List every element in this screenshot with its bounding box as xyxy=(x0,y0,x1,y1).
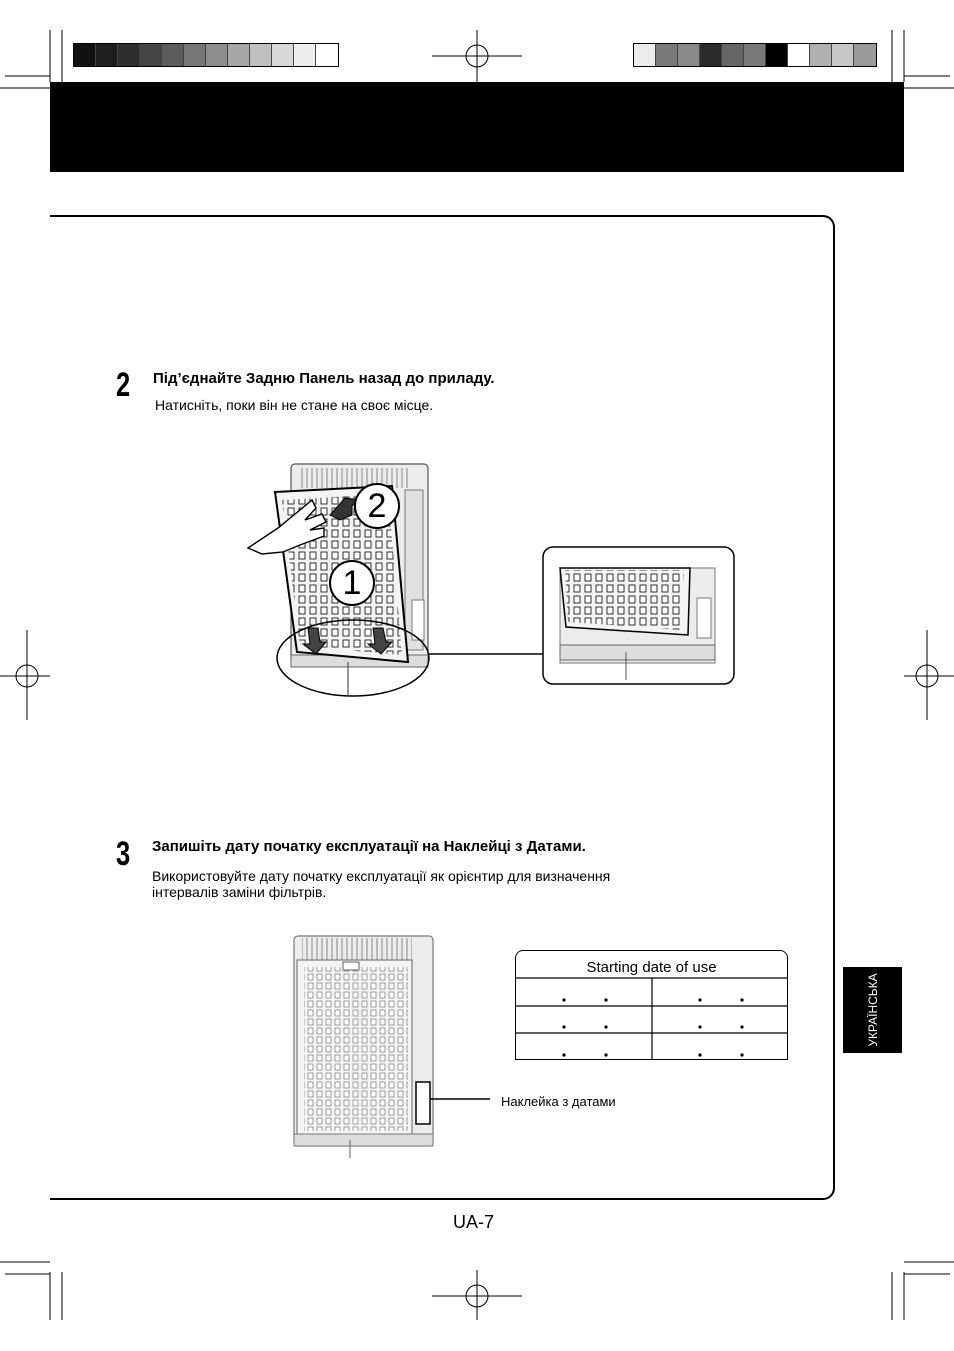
color-swatch xyxy=(854,44,876,66)
page-number: UA-7 xyxy=(453,1212,495,1232)
color-swatch xyxy=(294,44,316,66)
step-description-line: Використовуйте дату початку експлуатації… xyxy=(152,868,611,884)
callout-1 xyxy=(329,560,375,606)
color-bar-right xyxy=(633,43,877,67)
color-swatch xyxy=(272,44,294,66)
language-tab: УКРАЇНСЬКА xyxy=(843,967,902,1053)
zoom-inset xyxy=(542,546,735,685)
step-title: Під’єднайте Задню Панель назад до прилад… xyxy=(153,370,495,387)
step-number: 2 xyxy=(116,366,130,404)
callout-2 xyxy=(354,483,400,529)
color-swatch xyxy=(832,44,854,66)
color-swatch xyxy=(700,44,722,66)
step-title: Запишіть дату початку експлуатації на На… xyxy=(152,838,586,855)
arrow-up-icon xyxy=(329,497,362,521)
color-swatch xyxy=(140,44,162,66)
color-swatch xyxy=(184,44,206,66)
color-swatch xyxy=(74,44,96,66)
color-swatch xyxy=(766,44,788,66)
date-separator-dots xyxy=(562,998,744,1057)
color-swatch xyxy=(162,44,184,66)
color-swatch xyxy=(810,44,832,66)
date-sticker-table: Starting date of use xyxy=(515,950,788,1060)
header-bar xyxy=(50,82,904,172)
hand-icon xyxy=(246,498,327,555)
arrow-down-icon xyxy=(301,627,394,655)
sticker-label: Наклейка з датами xyxy=(501,1094,616,1109)
color-swatch xyxy=(722,44,744,66)
color-swatch xyxy=(744,44,766,66)
step-description-line: інтервалів заміни фільтрів. xyxy=(152,884,327,900)
language-tab-label: УКРАЇНСЬКА xyxy=(865,973,880,1047)
date-sticker-grid xyxy=(515,977,788,1060)
callout-2-label: 2 xyxy=(367,487,387,525)
content-frame xyxy=(50,215,835,1200)
step-description: Натисніть, поки він не стане на своє міс… xyxy=(155,397,434,413)
color-swatch xyxy=(96,44,118,66)
color-swatch xyxy=(228,44,250,66)
color-swatch xyxy=(118,44,140,66)
air-purifier-unit xyxy=(293,935,434,1158)
date-sticker-spot xyxy=(415,1081,431,1125)
color-bar-left xyxy=(73,43,339,67)
registration-target-icon xyxy=(0,30,954,1320)
callout-1-label: 1 xyxy=(342,564,362,602)
date-sticker-header: Starting date of use xyxy=(586,959,717,976)
color-swatch xyxy=(656,44,678,66)
color-swatch xyxy=(634,44,656,66)
color-swatch xyxy=(788,44,810,66)
zoom-ellipse xyxy=(276,619,430,697)
color-swatch xyxy=(250,44,272,66)
step-number: 3 xyxy=(116,835,130,873)
color-swatch xyxy=(206,44,228,66)
color-swatch xyxy=(316,44,338,66)
color-swatch xyxy=(678,44,700,66)
